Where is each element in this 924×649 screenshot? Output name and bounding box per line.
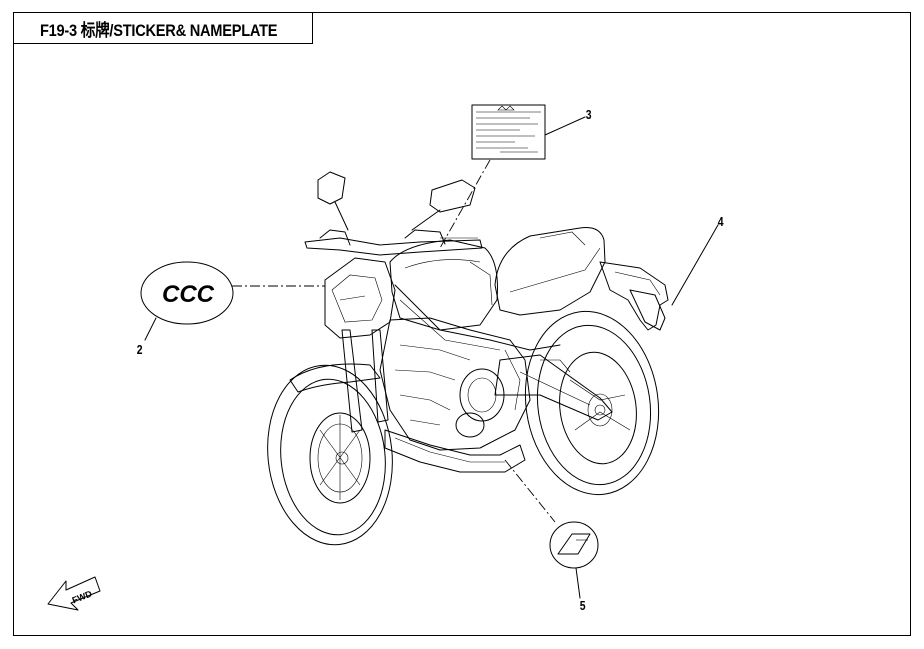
fuel-tank [389, 239, 498, 331]
front-wheel [267, 364, 393, 546]
rear-wheel [524, 310, 660, 496]
callout-3: 3 [585, 107, 592, 122]
leader-line-3 [544, 116, 586, 136]
ccc-badge-text: CCC [162, 281, 215, 308]
title-box: F19-3 标牌/STICKER& NAMEPLATE [13, 12, 313, 44]
frame-sticker [549, 521, 599, 569]
left-mirror [317, 171, 349, 231]
fwd-label: FWD [71, 588, 94, 605]
callout-2: 2 [136, 342, 143, 357]
leader-line-5a [504, 459, 556, 523]
warning-label [471, 104, 546, 160]
callout-4: 4 [717, 214, 724, 229]
motorcycle-illustration [267, 171, 669, 546]
seat [494, 227, 606, 316]
ccc-sticker: CCC [140, 261, 234, 325]
headlight [324, 257, 396, 339]
leader-line-3a [439, 159, 491, 249]
engine [379, 317, 531, 451]
leader-line-2 [144, 317, 157, 341]
swingarm [494, 354, 613, 421]
drawing-frame [13, 12, 911, 636]
callout-5: 5 [579, 598, 586, 613]
right-mirror [411, 179, 476, 231]
fwd-arrow-icon: FWD [47, 576, 101, 611]
page-title: F19-3 标牌/STICKER& NAMEPLATE [40, 20, 278, 40]
leader-line-4 [671, 224, 719, 306]
leader-line-5 [575, 567, 581, 599]
exhaust [384, 429, 526, 473]
handlebar [304, 229, 483, 256]
rear-fender [599, 261, 669, 331]
